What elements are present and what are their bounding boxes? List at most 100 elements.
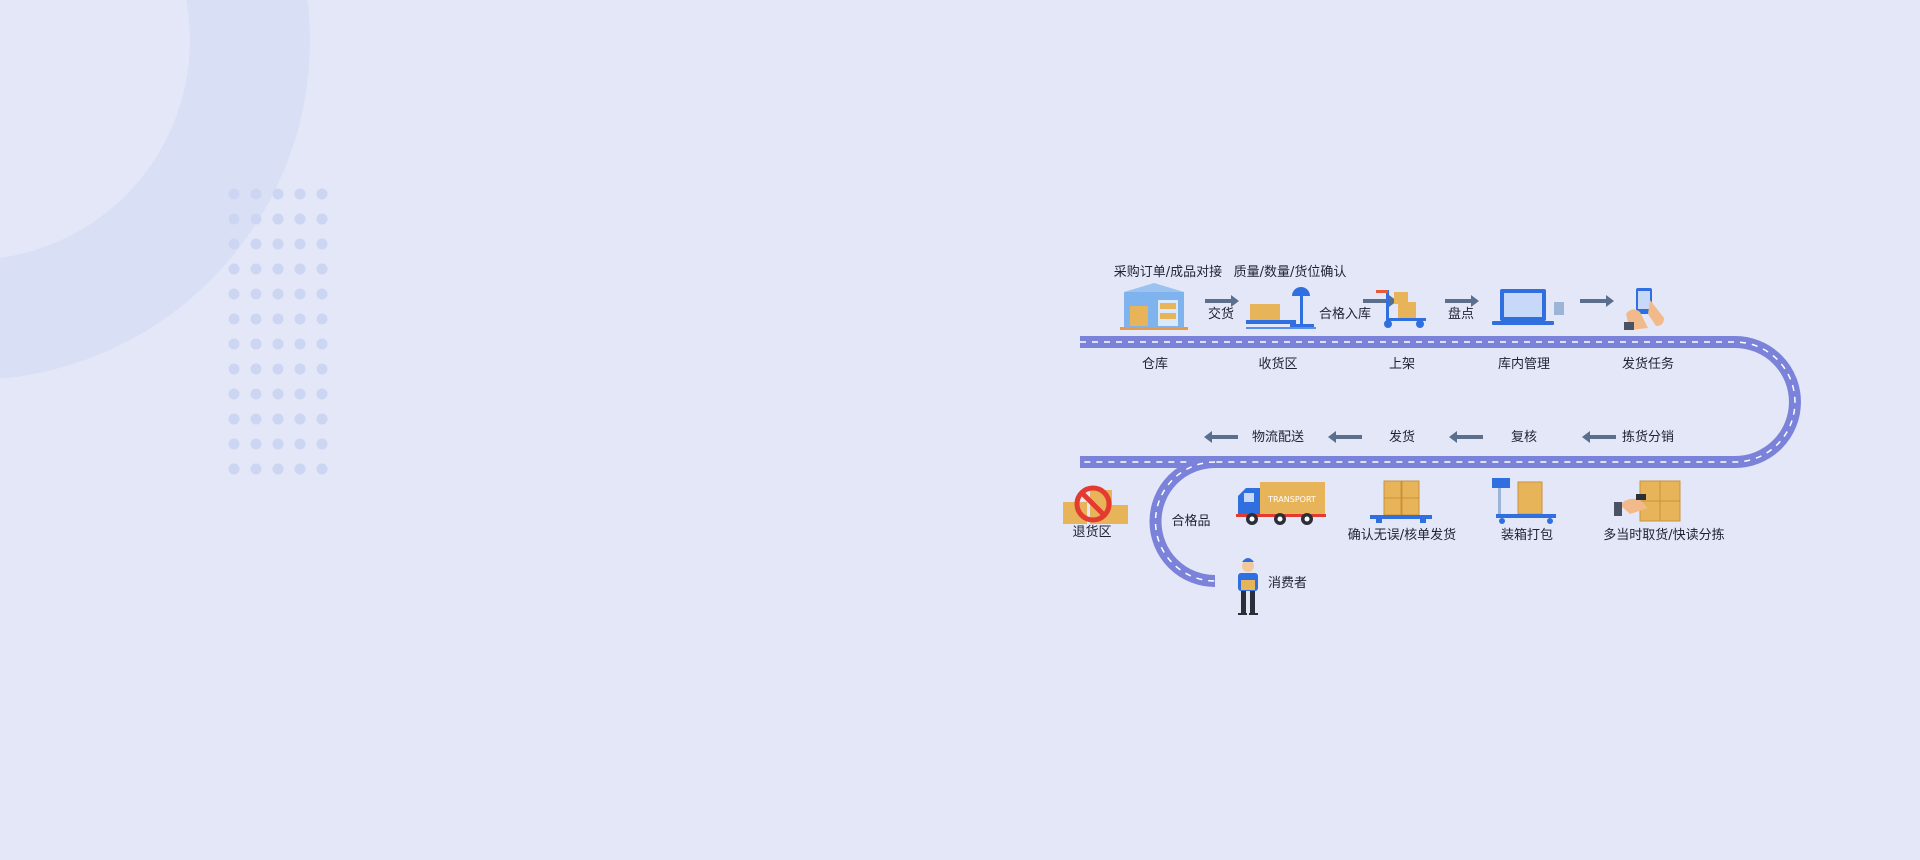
decor-dot xyxy=(228,413,240,425)
decor-dot xyxy=(250,338,262,350)
decor-dot xyxy=(294,363,306,375)
decor-dot xyxy=(250,438,262,450)
decor-dot xyxy=(294,463,306,475)
decor-dot xyxy=(228,388,240,400)
decor-dot xyxy=(228,363,240,375)
step-picking: 拣货分销 xyxy=(1621,430,1675,445)
arrow-right-icon xyxy=(1205,295,1239,307)
decor-dot xyxy=(250,388,262,400)
decor-dot xyxy=(316,338,328,350)
decor-dot xyxy=(250,413,262,425)
node-shipping-task: 发货任务 xyxy=(1621,357,1675,372)
label-confirm: 确认无误/核单发货 xyxy=(1347,528,1457,543)
step-ship: 发货 xyxy=(1388,430,1416,445)
decor-dot xyxy=(272,213,284,225)
decor-dot xyxy=(272,338,284,350)
label-inventory: 盘点 xyxy=(1447,307,1475,322)
dot-grid-decoration xyxy=(228,188,328,475)
decor-dot xyxy=(294,288,306,300)
decor-dot xyxy=(250,363,262,375)
decor-dot xyxy=(272,288,284,300)
warehouse-icon xyxy=(1120,283,1188,330)
decor-dot xyxy=(294,238,306,250)
node-inventory-mgmt: 库内管理 xyxy=(1497,357,1551,372)
label-return-area: 退货区 xyxy=(1072,525,1112,540)
decor-dot xyxy=(294,263,306,275)
decor-dot xyxy=(228,188,240,200)
return-area-icon xyxy=(1063,485,1128,524)
hand-phone-icon xyxy=(1624,288,1664,330)
step-logistics: 物流配送 xyxy=(1251,430,1305,445)
decor-dot xyxy=(250,238,262,250)
decor-dot xyxy=(316,438,328,450)
truck-label: TRANSPORT xyxy=(1267,495,1316,504)
decor-dot xyxy=(228,463,240,475)
truck-icon: TRANSPORT xyxy=(1236,482,1326,525)
label-packing: 装箱打包 xyxy=(1500,528,1554,543)
decor-dot xyxy=(250,213,262,225)
arrow-left-icon xyxy=(1204,431,1238,443)
consumer-person-icon xyxy=(1238,558,1258,615)
decor-dot xyxy=(272,388,284,400)
decor-dot xyxy=(316,263,328,275)
label-qualified-in: 合格入库 xyxy=(1318,307,1372,322)
label-handover: 交货 xyxy=(1207,307,1235,322)
arrow-left-icon xyxy=(1582,431,1616,443)
decor-dot xyxy=(272,363,284,375)
decor-dot xyxy=(316,213,328,225)
decor-dot xyxy=(272,438,284,450)
node-warehouse: 仓库 xyxy=(1141,357,1169,372)
decor-dot xyxy=(294,313,306,325)
arrow-right-icon xyxy=(1363,295,1397,307)
decor-dot xyxy=(294,438,306,450)
label-picking: 多当时取货/快读分拣 xyxy=(1603,528,1725,543)
decor-dot xyxy=(272,413,284,425)
decor-dot xyxy=(316,363,328,375)
decor-dot xyxy=(250,313,262,325)
decor-dot xyxy=(272,263,284,275)
decor-dot xyxy=(294,388,306,400)
label-qualified: 合格品 xyxy=(1171,514,1211,529)
arrow-left-icon xyxy=(1449,431,1483,443)
decor-dot xyxy=(228,263,240,275)
decor-dot xyxy=(316,388,328,400)
laptop-icon xyxy=(1492,289,1564,325)
arrow-right-icon xyxy=(1445,295,1479,307)
decor-dot xyxy=(250,263,262,275)
decor-dot xyxy=(228,288,240,300)
packing-scale-icon xyxy=(1492,478,1556,524)
decor-dot xyxy=(228,438,240,450)
node-receiving: 收货区 xyxy=(1258,357,1298,372)
decor-dot xyxy=(316,413,328,425)
label-consumer: 消费者 xyxy=(1268,576,1308,591)
decor-dot xyxy=(294,188,306,200)
top-arrows xyxy=(1205,295,1614,307)
step-review: 复核 xyxy=(1510,430,1538,445)
road xyxy=(1080,336,1801,587)
decor-dot xyxy=(272,313,284,325)
node-shelving: 上架 xyxy=(1388,357,1416,372)
decor-dot xyxy=(316,188,328,200)
arrow-right-icon xyxy=(1580,295,1614,307)
scale-icon xyxy=(1246,287,1316,329)
decor-dot xyxy=(228,338,240,350)
decor-dot xyxy=(316,313,328,325)
decor-dot xyxy=(250,463,262,475)
hand-truck-icon xyxy=(1376,290,1426,328)
decor-dot xyxy=(316,238,328,250)
decor-dot xyxy=(250,288,262,300)
decor-dot xyxy=(294,338,306,350)
decor-dot xyxy=(316,288,328,300)
decor-dot xyxy=(228,238,240,250)
decor-dot xyxy=(272,238,284,250)
background-decoration xyxy=(0,0,310,379)
middle-arrows xyxy=(1204,431,1616,443)
pallet-boxes-icon xyxy=(1370,480,1432,523)
arrow-left-icon xyxy=(1328,431,1362,443)
label-quality-check: 质量/数量/货位确认 xyxy=(1233,265,1347,280)
decor-dot xyxy=(294,213,306,225)
decor-dot xyxy=(316,463,328,475)
label-order-match: 采购订单/成品对接 xyxy=(1113,265,1223,280)
decor-dot xyxy=(250,188,262,200)
